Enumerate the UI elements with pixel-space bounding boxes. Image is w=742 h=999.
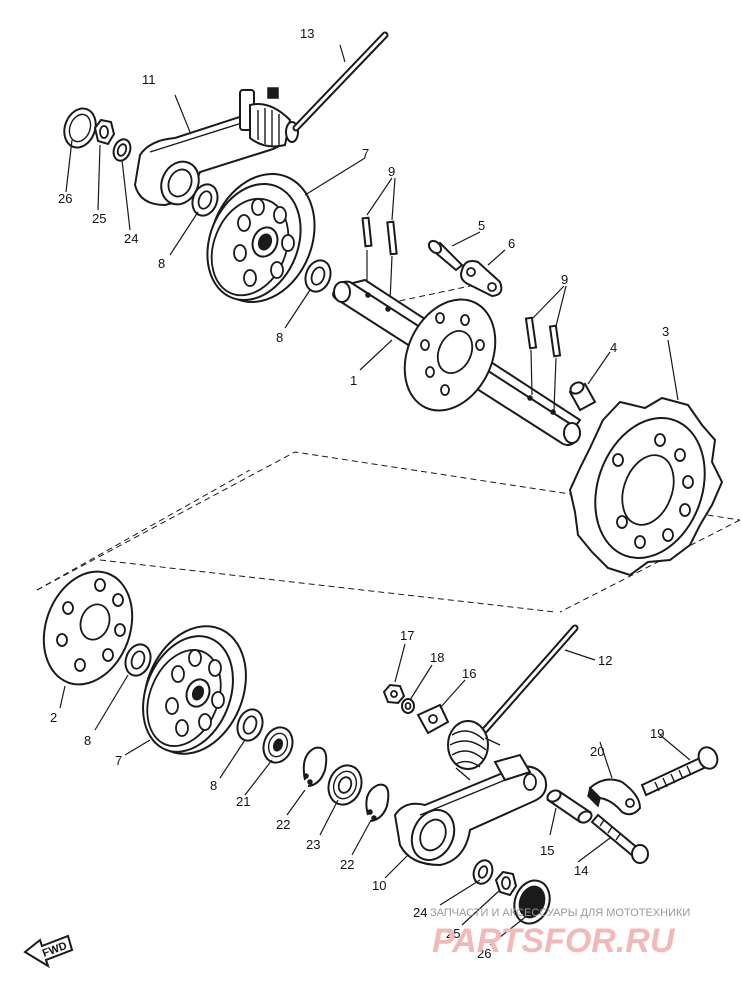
plate-6 [460,260,503,298]
label-9-lower: 9 [561,272,568,287]
fwd-arrow-icon: FWD [23,934,74,969]
label-15: 15 [540,843,554,858]
washer-8-c [124,643,152,677]
sprocket-3 [568,396,724,577]
wheel-7-upper [206,173,316,303]
label-11: 11 [142,72,156,87]
wheel-7-lower [142,625,247,755]
cam-20 [587,778,642,816]
label-7-lower: 7 [115,753,122,768]
rod-12 [481,624,579,734]
label-24-bottom: 24 [413,905,427,920]
label-14: 14 [574,863,588,878]
circlip-26-top [63,107,97,149]
washer-24-bottom [472,859,494,885]
label-23: 23 [306,837,320,852]
washer-8-b [304,259,332,293]
bolt-14 [590,813,649,864]
circlip-22-b [365,783,390,822]
label-7-upper: 7 [362,146,369,161]
label-17: 17 [400,628,414,643]
label-3: 3 [662,324,669,339]
label-6: 6 [508,236,515,251]
bolt-19 [640,746,719,797]
label-10: 10 [372,878,386,893]
collar-15 [546,789,593,824]
label-22-a: 22 [276,817,290,832]
washer-18 [401,698,415,714]
watermark-brand: PARTSFOR.RU [432,922,676,960]
part-number-labels: 13 11 7 9 26 25 24 8 5 6 9 8 3 4 1 17 18… [50,26,669,961]
seal-21 [262,726,294,764]
label-9-upper: 9 [388,164,395,179]
label-13: 13 [300,26,314,41]
bolt-5 [427,239,464,272]
label-1: 1 [350,373,357,388]
label-8-d: 8 [210,778,217,793]
label-8-c: 8 [84,733,91,748]
label-2: 2 [50,710,57,725]
hub-disc-upper [403,298,497,412]
label-21: 21 [236,794,250,809]
nut-25-bottom [494,870,518,897]
label-4: 4 [610,340,617,355]
collar-4 [568,381,597,412]
rod-13 [292,31,389,132]
watermark-tagline: ЗАПЧАСТИ И АКСЕССУАРЫ ДЛЯ МОТОТЕХНИКИ [430,907,690,919]
label-26-top: 26 [58,191,72,206]
cap-26-bottom [513,879,551,925]
label-8-b: 8 [276,330,283,345]
pins-9-upper [361,216,398,303]
washer-24-top [112,138,132,162]
watermark: ЗАПЧАСТИ И АКСЕССУАРЫ ДЛЯ МОТОТЕХНИКИ PA… [430,907,690,960]
label-20: 20 [590,744,604,759]
washer-8-a [191,183,219,217]
label-19: 19 [650,726,664,741]
nut-17 [382,683,406,705]
label-24-top: 24 [124,231,138,246]
label-22-b: 22 [340,857,354,872]
label-5: 5 [478,218,485,233]
spring-16 [447,720,501,781]
plate-16 [416,703,450,735]
label-18: 18 [430,650,444,665]
bearing-23 [327,764,363,806]
label-26-bottom: 26 [477,946,491,961]
label-25-top: 25 [92,211,106,226]
label-12: 12 [598,653,612,668]
upper-arm-11 [133,87,299,207]
nut-25-top [93,118,116,146]
label-16: 16 [462,666,476,681]
leader-lines [59,44,691,946]
circlip-22-a [302,746,328,787]
pins-9-lower [524,316,562,411]
lower-arm-10 [393,753,548,867]
label-8-a: 8 [158,256,165,271]
label-25-bottom: 25 [446,926,460,941]
hub-disc-2 [42,570,134,686]
